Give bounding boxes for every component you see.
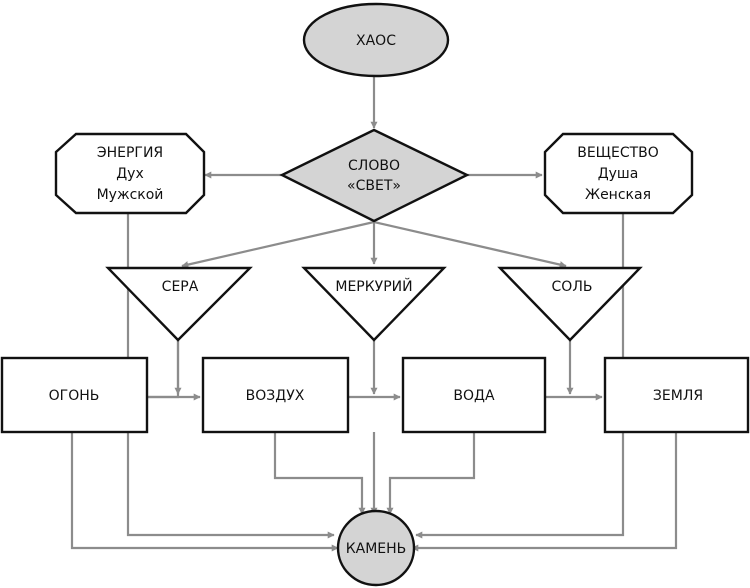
water-label: ВОДА	[453, 388, 495, 404]
water-box	[401, 356, 547, 434]
word-label-line1: СЛОВО	[348, 158, 400, 174]
stone-node: КАМЕНЬ	[336, 509, 416, 587]
energy-label-line3: Мужской	[97, 187, 164, 203]
edge-fire-stone	[70, 432, 339, 552]
mercury-triangle	[301, 266, 447, 342]
chaos-node: ХАОС	[302, 2, 450, 78]
substance-node: ВЕЩЕСТВО Душа Женская	[543, 132, 694, 215]
word-diamond	[279, 128, 470, 223]
earth-label: ЗЕМЛЯ	[653, 388, 703, 404]
edge-earth-stone	[411, 432, 678, 552]
sulfur-label: СЕРА	[162, 279, 199, 295]
energy-octagon	[54, 132, 206, 215]
stone-circle	[336, 509, 416, 587]
earth-box	[603, 356, 750, 434]
fire-box	[0, 356, 149, 434]
chaos-label: ХАОС	[356, 33, 396, 49]
mercury-node: МЕРКУРИЙ	[301, 266, 447, 342]
sulfur-node: СЕРА	[105, 266, 253, 342]
salt-triangle	[497, 266, 643, 342]
stone-label: КАМЕНЬ	[346, 541, 407, 557]
energy-label-line2: Дух	[116, 166, 144, 182]
air-label: ВОЗДУХ	[246, 388, 305, 404]
edges	[70, 77, 678, 552]
air-box	[201, 356, 350, 434]
mercury-label: МЕРКУРИЙ	[335, 277, 412, 295]
word-label-line2: «СВЕТ»	[347, 178, 401, 194]
edge-word-sulfur	[181, 220, 375, 269]
edge-sulfur-stem	[148, 340, 180, 399]
word-node: СЛОВО «СВЕТ»	[279, 128, 470, 223]
substance-octagon	[543, 132, 694, 215]
energy-node: ЭНЕРГИЯ Дух Мужской	[54, 132, 206, 215]
salt-node: СОЛЬ	[497, 266, 643, 342]
edge-energy-stone	[126, 190, 335, 539]
edge-water-stone	[386, 432, 476, 515]
fire-label: ОГОНЬ	[49, 388, 100, 404]
substance-label-line3: Женская	[585, 187, 651, 203]
edge-word-salt	[373, 220, 567, 269]
water-node: ВОДА	[401, 356, 547, 434]
sulfur-triangle	[105, 266, 253, 342]
edge-air-stone	[273, 432, 366, 515]
energy-label-line1: ЭНЕРГИЯ	[97, 145, 163, 161]
salt-label: СОЛЬ	[552, 279, 593, 295]
fire-node: ОГОНЬ	[0, 356, 149, 434]
earth-node: ЗЕМЛЯ	[603, 356, 750, 434]
edge-substance-stone	[415, 190, 625, 539]
substance-label-line1: ВЕЩЕСТВО	[577, 145, 659, 161]
air-node: ВОЗДУХ	[201, 356, 350, 434]
chaos-ellipse	[302, 2, 450, 78]
substance-label-line2: Душа	[598, 166, 639, 182]
